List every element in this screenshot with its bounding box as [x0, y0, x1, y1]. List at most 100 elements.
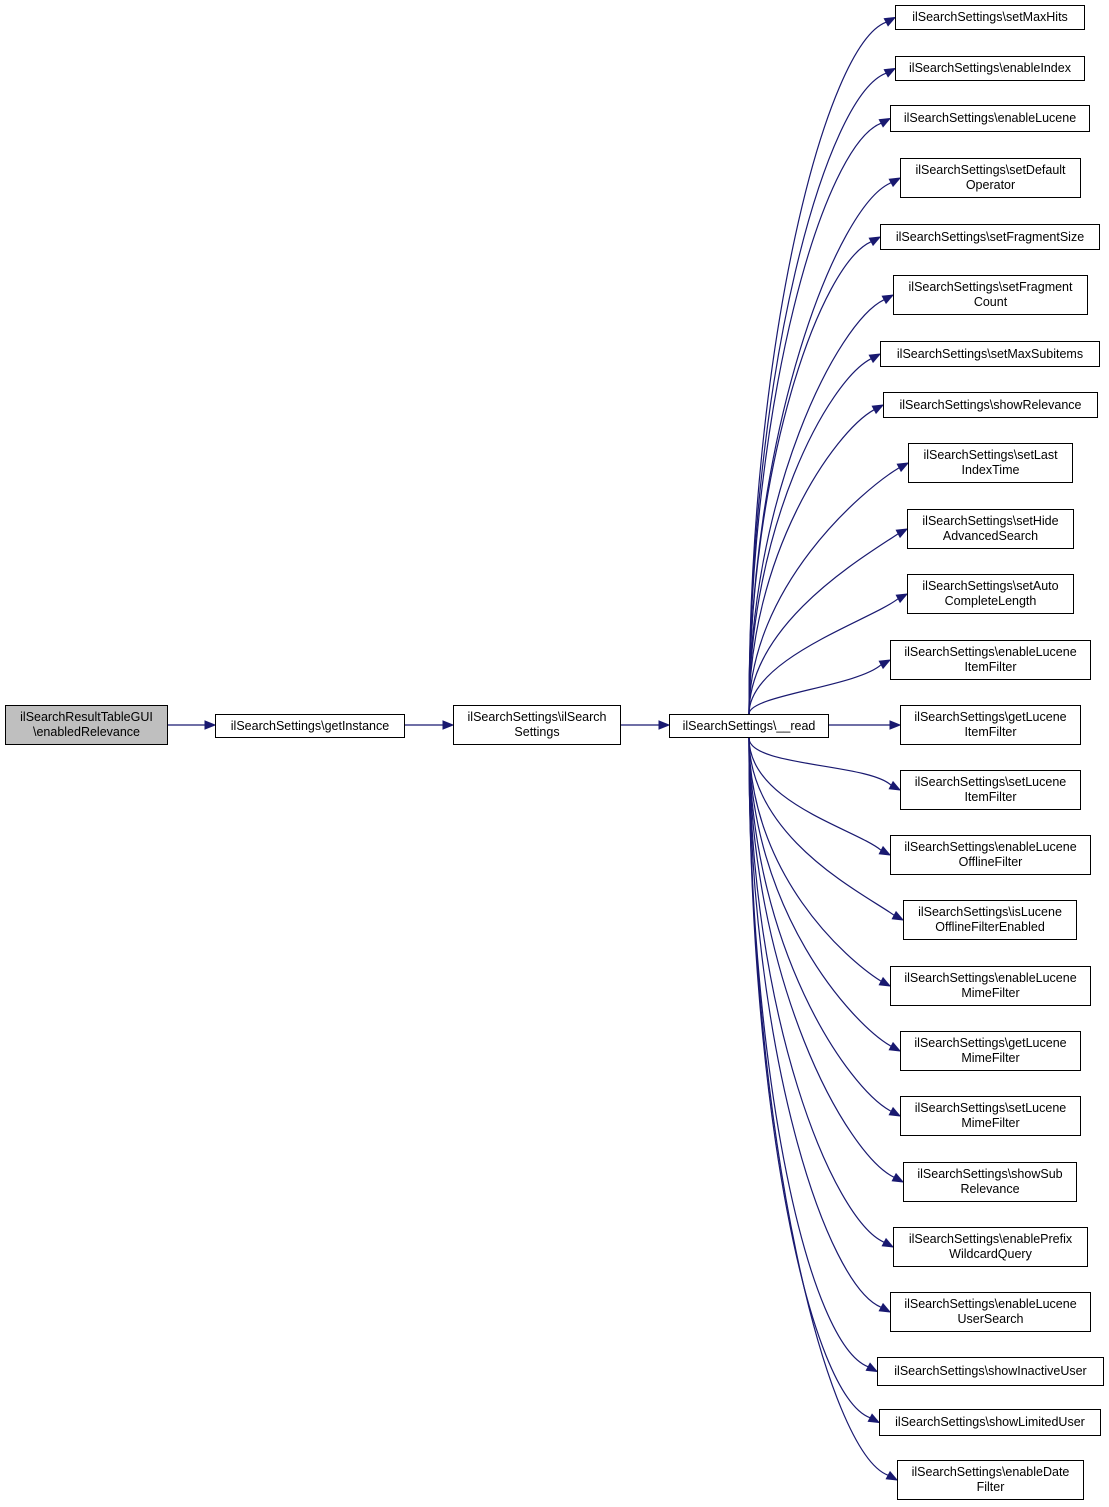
node-callee-line-2: AdvancedSearch — [942, 529, 1039, 543]
node-callee[interactable]: ilSearchSettings\showRelevance — [883, 392, 1098, 418]
edge-line — [748, 737, 892, 1112]
edge-arrowhead — [881, 294, 895, 305]
node-callee-line-1: ilSearchSettings\isLucene — [918, 905, 1062, 919]
node-callee[interactable]: ilSearchSettings\enableLucene — [890, 105, 1090, 132]
node-callee-line-2: MimeFilter — [961, 1116, 1020, 1130]
edge-arrowhead — [891, 1172, 905, 1183]
node-callee-line-1: ilSearchSettings\setFragmentSize — [895, 229, 1085, 244]
edge-arrowhead — [883, 16, 897, 27]
edge-arrowhead — [878, 117, 892, 128]
node-callee-line-1: ilSearchSettings\enableDate — [911, 1465, 1070, 1479]
node-callee-line-1: ilSearchSettings\setLucene — [914, 775, 1067, 789]
node-callee-line-2: Operator — [965, 178, 1016, 192]
node-callee-line-2: OfflineFilterEnabled — [935, 920, 1045, 934]
node-callee-line-1: ilSearchSettings\showRelevance — [899, 397, 1082, 412]
node-callee-line-1: ilSearchSettings\showLimitedUser — [895, 1415, 1085, 1429]
edge-arrowhead — [888, 780, 902, 791]
edge-line — [748, 598, 899, 715]
edge-arrowhead — [878, 1302, 892, 1313]
edge-arrowhead — [868, 236, 882, 247]
edge-arrowhead — [658, 720, 671, 730]
node-root-line-1: ilSearchResultTableGUI — [20, 710, 153, 724]
node-getinstance-label: ilSearchSettings\getInstance — [230, 718, 390, 733]
edge-line — [748, 664, 882, 715]
node-callee-line-1: ilSearchSettings\setMaxHits — [912, 10, 1068, 24]
edge-line — [748, 737, 892, 786]
edge-arrowhead — [896, 462, 910, 473]
node-callee-line-2: ItemFilter — [964, 790, 1017, 804]
edge-arrowhead — [895, 593, 909, 604]
node-callee-line-2: MimeFilter — [961, 1051, 1020, 1065]
edge-arrowhead — [878, 976, 892, 987]
edge-arrowhead — [891, 910, 905, 921]
edge-arrowhead — [867, 1413, 881, 1424]
edge-arrowhead — [888, 1106, 902, 1117]
edge-arrowhead — [865, 1362, 879, 1373]
node-callee-line-2: CompleteLength — [944, 594, 1037, 608]
node-constructor-line-2: Settings — [514, 725, 560, 739]
edge-line — [748, 737, 889, 1476]
node-callee-line-1: ilSearchSettings\setHide — [922, 514, 1059, 528]
node-callee-line-1: ilSearchSettings\enableLucene — [903, 111, 1077, 125]
node-getinstance[interactable]: ilSearchSettings\getInstance — [215, 714, 405, 738]
node-read-label: ilSearchSettings\__read — [682, 718, 816, 733]
node-callee[interactable]: ilSearchSettings\setFragmentSize — [880, 224, 1100, 250]
edge-line — [748, 467, 900, 715]
node-callee[interactable]: ilSearchSettings\showInactiveUser — [877, 1357, 1104, 1386]
edge-arrowhead — [204, 720, 217, 730]
node-callee[interactable]: ilSearchSettings\showLimitedUser — [879, 1409, 1101, 1436]
edge-arrowhead — [881, 1237, 895, 1248]
node-callee[interactable]: ilSearchSettings\setMaxHits — [895, 5, 1085, 30]
node-callee[interactable]: ilSearchSettings\setMaxSubitems — [880, 341, 1100, 367]
node-callee-line-2: Filter — [976, 1480, 1005, 1494]
edge-arrowhead — [442, 720, 455, 730]
edge-arrowhead — [868, 353, 882, 364]
node-callee-line-1: ilSearchSettings\getLucene — [914, 710, 1067, 724]
node-callee-line-1: ilSearchSettings\enableLucene — [904, 1297, 1077, 1311]
node-callee-line-2: MimeFilter — [961, 986, 1020, 1000]
edge-arrowhead — [883, 67, 897, 78]
node-callee-line-2: OfflineFilter — [958, 855, 1023, 869]
edge-line — [748, 737, 892, 1047]
edge-line — [748, 409, 875, 715]
node-callee-line-1: ilSearchSettings\enableLucene — [904, 971, 1077, 985]
node-root[interactable]: ilSearchResultTableGUI \enabledRelevance — [5, 705, 168, 745]
node-root-line-2: \enabledRelevance — [32, 725, 141, 739]
edge-line — [748, 737, 895, 1178]
edge-line — [748, 182, 892, 715]
edge-line — [748, 358, 872, 715]
node-constructor[interactable]: ilSearchSettings\ilSearch Settings — [453, 705, 621, 745]
node-callee-line-2: ItemFilter — [964, 660, 1017, 674]
node-callee-line-1: ilSearchSettings\setLast — [923, 448, 1058, 462]
node-callee-line-1: ilSearchSettings\getLucene — [914, 1036, 1067, 1050]
node-callee-line-2: WildcardQuery — [949, 1247, 1032, 1261]
node-callee[interactable]: ilSearchSettings\enableIndex — [895, 56, 1085, 81]
edge-arrowhead — [888, 1041, 902, 1052]
node-callee-line-2: Relevance — [960, 1182, 1020, 1196]
edge-line — [748, 122, 882, 715]
edge-line — [748, 737, 895, 916]
node-read[interactable]: ilSearchSettings\__read — [669, 714, 829, 738]
edge-line — [748, 533, 899, 715]
edge-line — [748, 299, 885, 715]
node-callee-line-2: IndexTime — [961, 463, 1020, 477]
edge-arrowhead — [889, 720, 902, 730]
